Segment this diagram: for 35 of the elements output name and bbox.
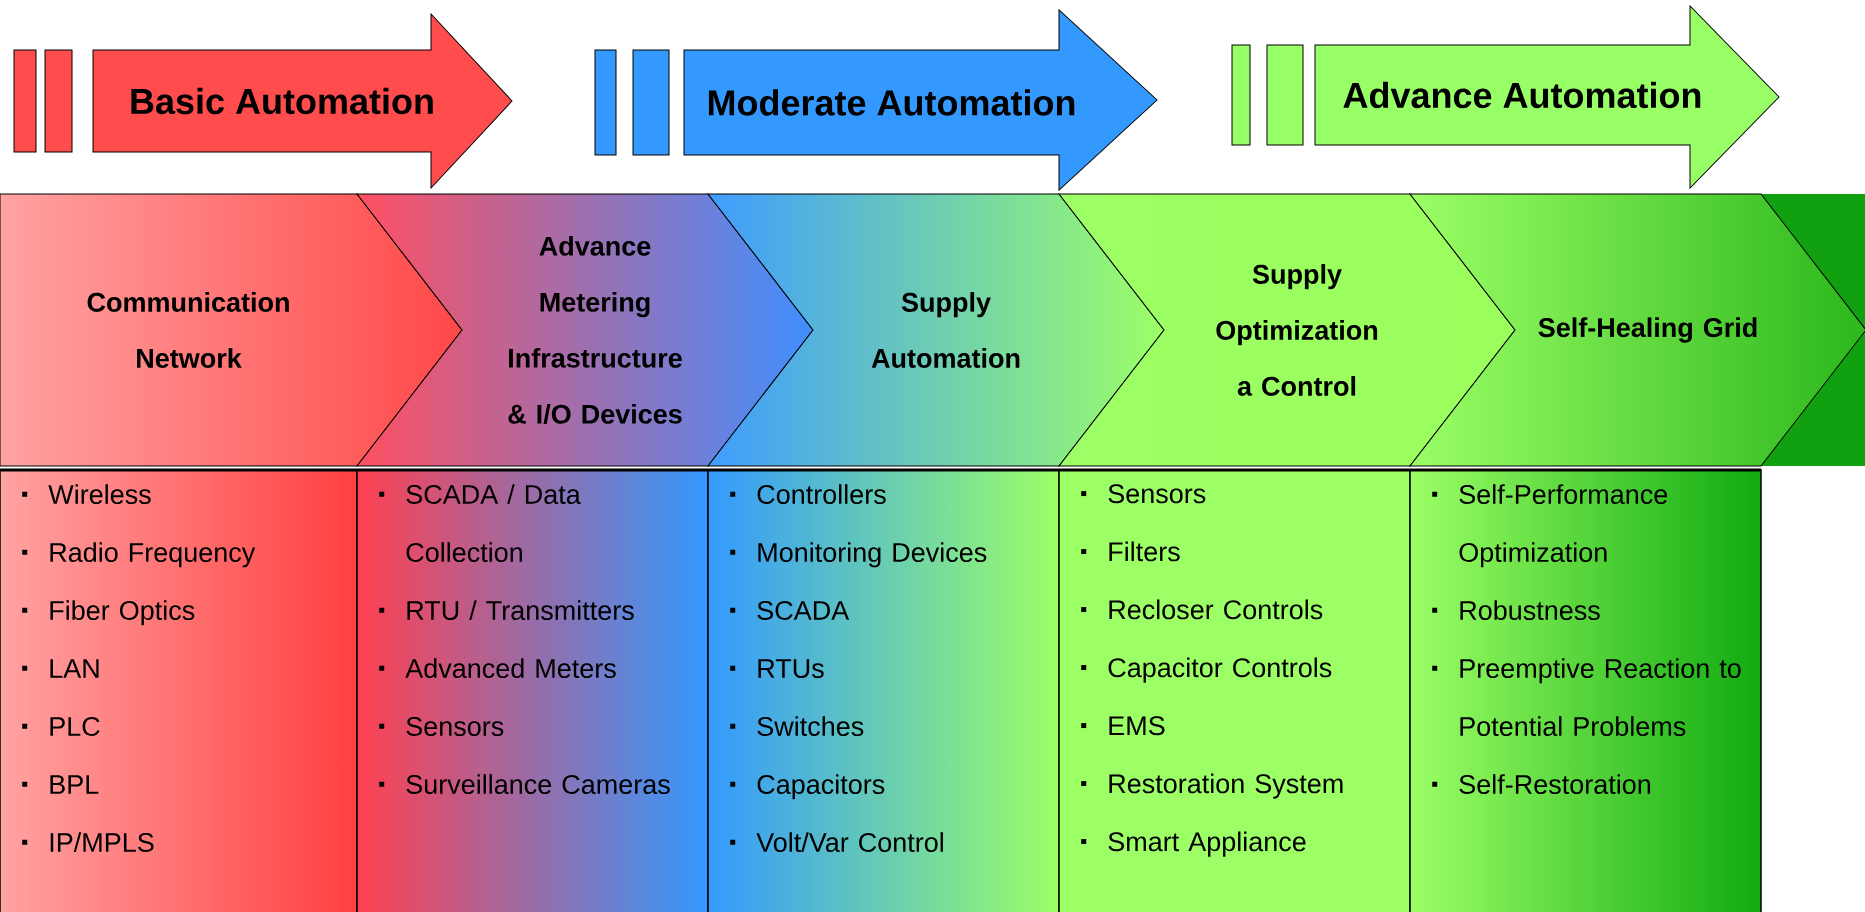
bullet-item: Fiber Optics [22, 600, 195, 626]
bullet-item: Surveillance Cameras [379, 774, 670, 794]
arrow-banner: Basic Automation [13, 13, 513, 189]
bullet-item: LAN [22, 659, 99, 678]
bullet-item: Radio Frequency [22, 542, 256, 568]
bullet-item: Sensors [1081, 484, 1206, 504]
bullet-item: Recloser Controls [1081, 599, 1323, 620]
bullet-item: Capacitors [730, 774, 885, 800]
bullet-item: Wireless [22, 484, 151, 505]
bullet-item: Self-Restoration [1432, 774, 1651, 794]
bullet-item: RTUs [730, 659, 824, 679]
list-panel [1409, 469, 1762, 912]
bullet-item: Volt/Var Control [730, 832, 943, 852]
bullet-item: IP/MPLS [22, 832, 154, 852]
arrow-banner: Moderate Automation [594, 9, 1158, 191]
bullet-item: Smart Appliance [1081, 831, 1306, 857]
bullet-item: SCADA [730, 600, 850, 621]
bullet-item: BPL [22, 775, 99, 794]
bullet-item: EMS [1081, 716, 1165, 736]
bullet-item: Self-Performance Optimization [1432, 484, 1668, 568]
bullet-item: Advanced Meters [379, 658, 616, 679]
arrow-banner: Advance Automation [1231, 5, 1780, 189]
bullet-item: Controllers [730, 484, 886, 505]
bullet-item: Filters [1081, 541, 1180, 562]
bullet-item: Robustness [1432, 600, 1600, 621]
bullet-item: RTU / Transmitters [379, 600, 634, 621]
bullet-item: Monitoring Devices [730, 542, 987, 568]
bullet-item: Restoration System [1081, 773, 1343, 799]
bullet-item: Capacitor Controls [1081, 657, 1332, 683]
bullet-item: SCADA / Data Collection [379, 484, 581, 563]
bullet-item: PLC [22, 716, 100, 736]
bullet-item: Switches [730, 716, 864, 736]
bullet-item: Preemptive Reaction to Potential Problems [1432, 658, 1741, 736]
bullet-item: Sensors [379, 716, 504, 736]
step-header: Self-Healing Grid [1409, 193, 1865, 467]
